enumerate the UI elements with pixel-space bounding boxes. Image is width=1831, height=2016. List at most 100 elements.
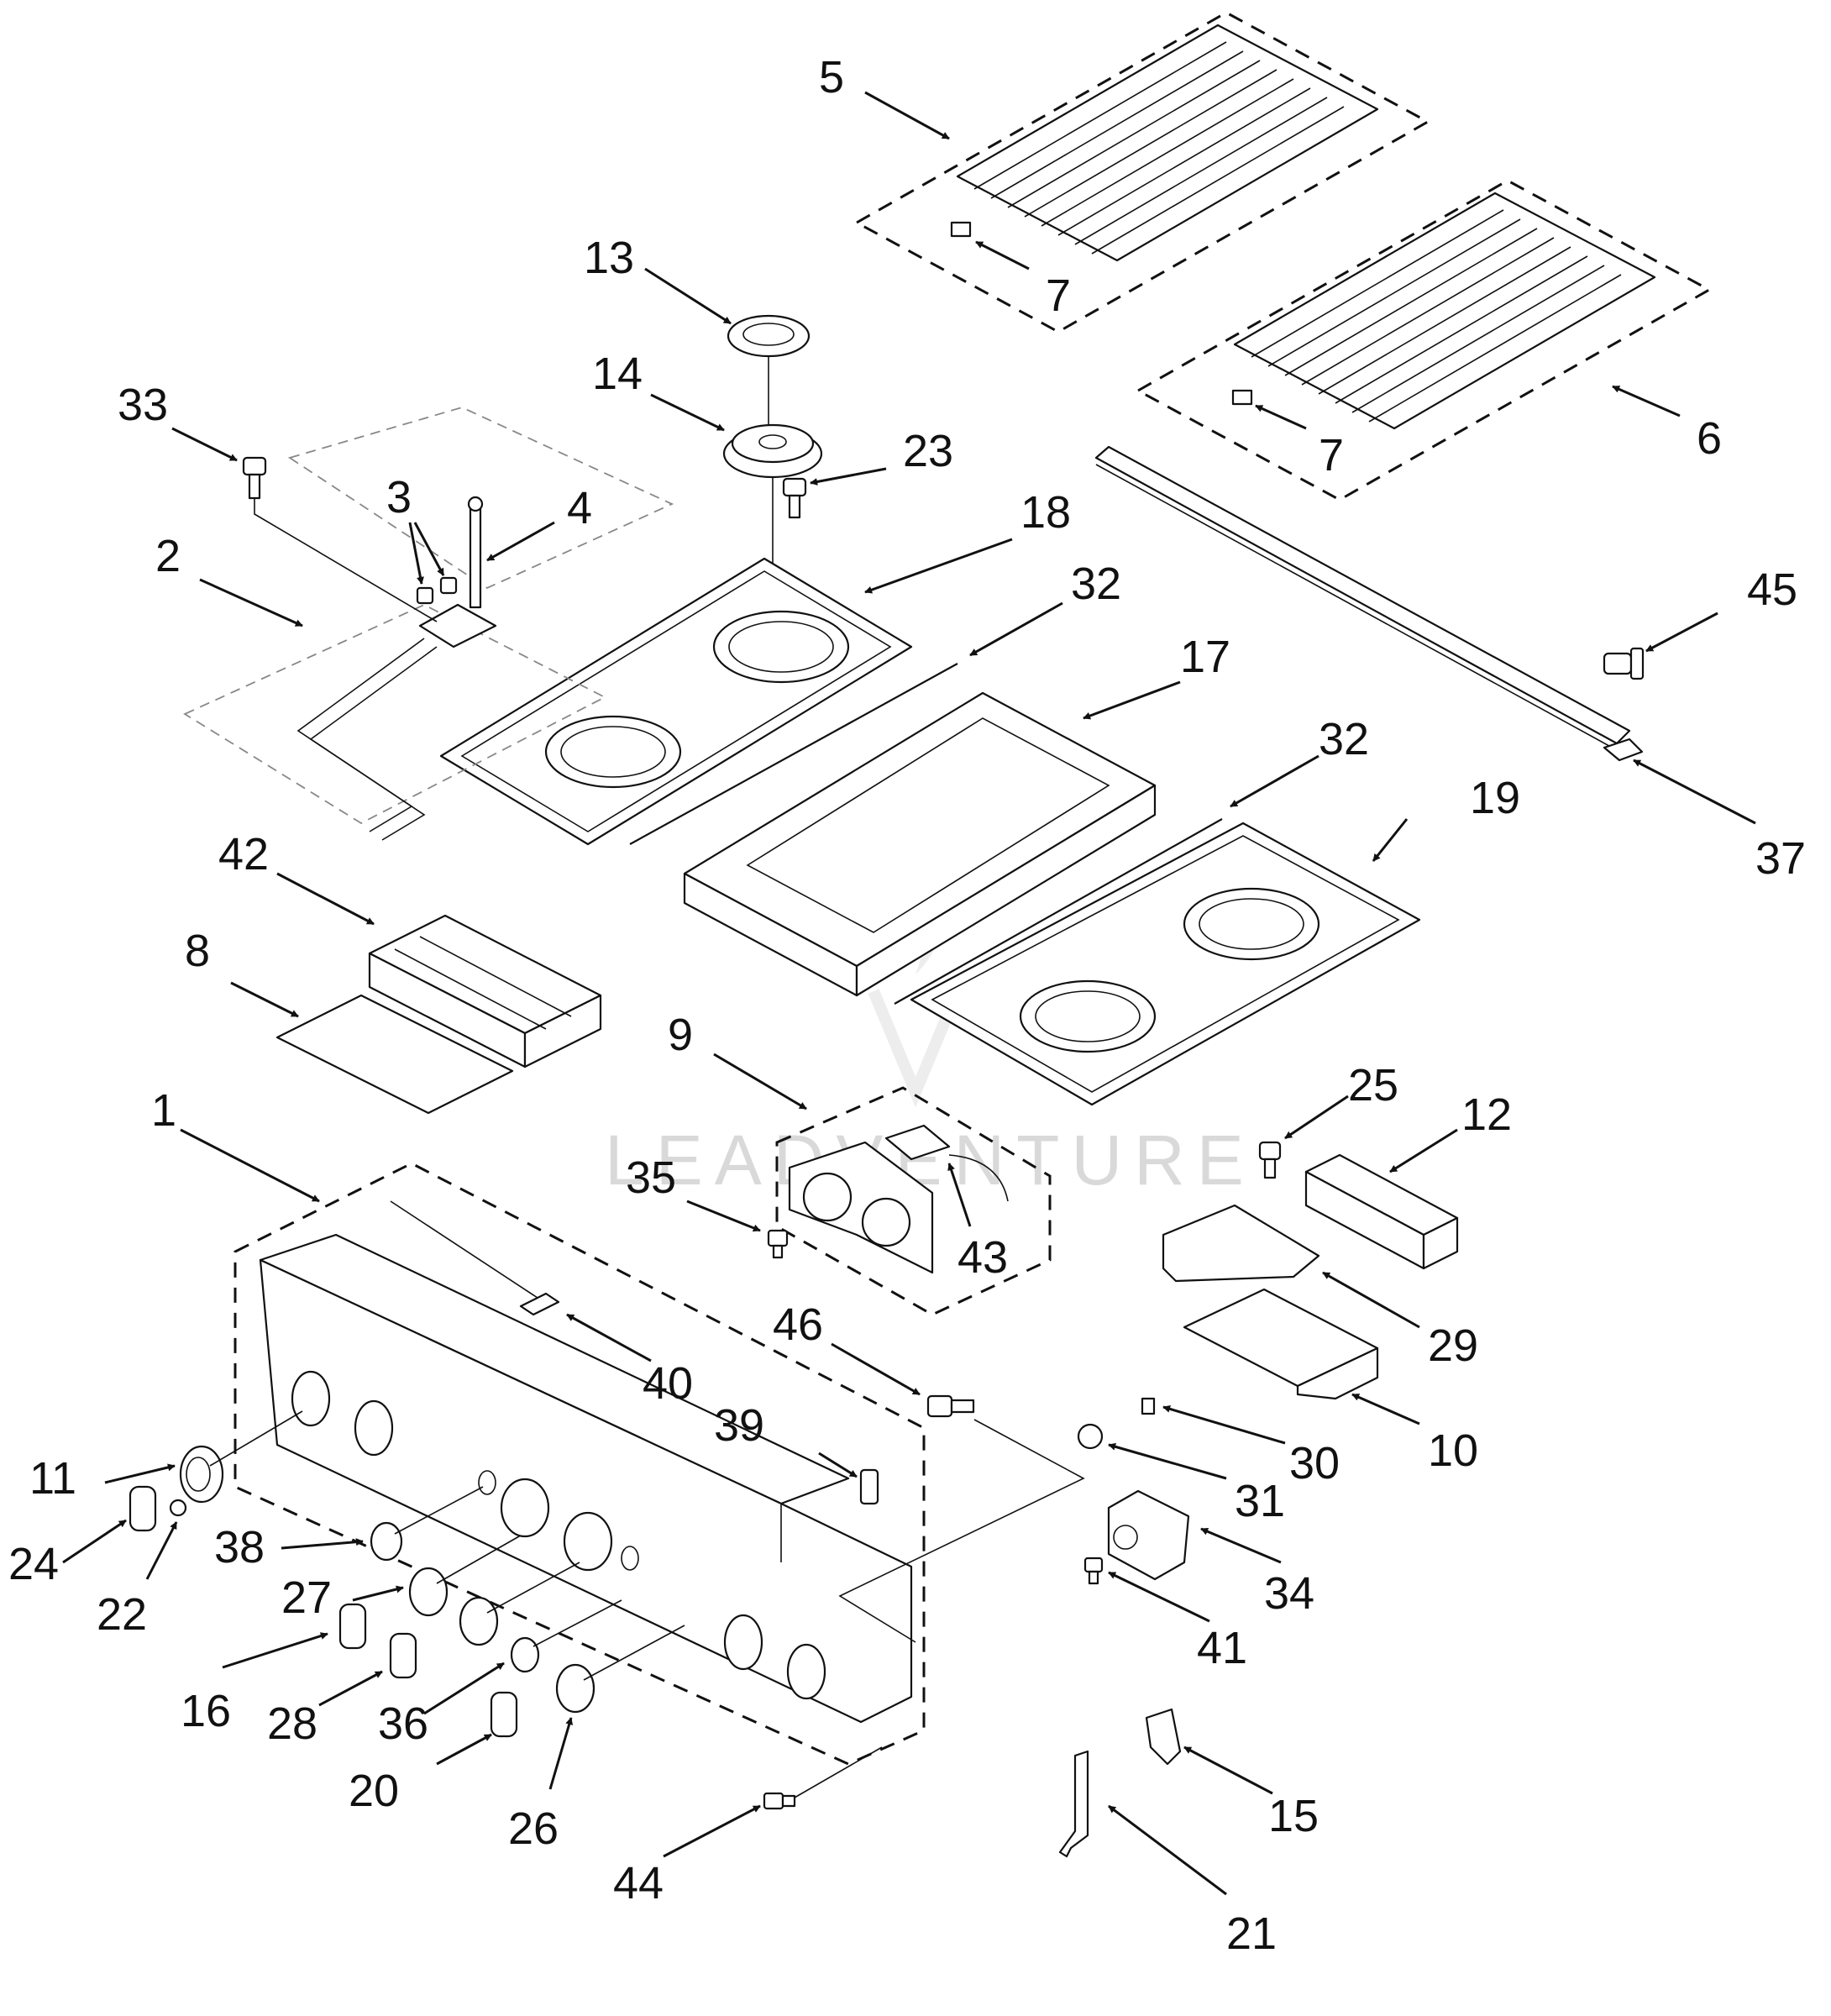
- wire-harness: [948, 1154, 1009, 1202]
- leader-38: [281, 1538, 364, 1550]
- callout-30: 30: [1289, 1438, 1340, 1488]
- callout-21: 21: [1226, 1908, 1277, 1959]
- leader-39: [818, 1452, 858, 1478]
- callout-26: 26: [508, 1803, 559, 1854]
- control-board: [368, 914, 602, 1068]
- leader-4: [486, 521, 555, 562]
- callout-5: 5: [819, 52, 844, 102]
- switch-15: [1145, 1708, 1182, 1766]
- leader-32a: [969, 601, 1063, 657]
- leader-45: [1645, 612, 1718, 653]
- light-assembly: [390, 1200, 560, 1316]
- callout-44: 44: [613, 1858, 664, 1908]
- callout-42: 42: [218, 829, 269, 879]
- leader-27: [352, 1585, 404, 1602]
- grate-left: [853, 11, 1431, 333]
- leader-26: [548, 1717, 574, 1790]
- trim-strip: [894, 818, 1223, 1005]
- callout-18: 18: [1020, 487, 1071, 538]
- screw-35: [767, 1229, 789, 1259]
- leader-40: [566, 1313, 652, 1362]
- burner-pan-right: [910, 822, 1421, 1106]
- bezel-11: [179, 1445, 224, 1504]
- callout-25: 25: [1348, 1060, 1398, 1110]
- bezel-36-small: [510, 1636, 540, 1673]
- callout-labels: 1 2 3 4 5 6 7 7 8 9 10 11 12 13 14 15 16…: [8, 52, 1806, 1959]
- leader-32b: [1230, 754, 1319, 808]
- leader-42: [276, 872, 375, 926]
- leader-25: [1284, 1095, 1349, 1140]
- callout-36: 36: [378, 1698, 428, 1749]
- leader-arrows: [62, 91, 1756, 1896]
- screw-22: [169, 1499, 187, 1517]
- leader-7a: [975, 240, 1030, 270]
- burner-pan-left: [439, 557, 913, 846]
- leader-30: [1162, 1404, 1286, 1445]
- leader-10: [1351, 1393, 1420, 1425]
- leader-22: [145, 1521, 178, 1580]
- callout-38: 38: [214, 1522, 265, 1572]
- callout-1: 1: [151, 1085, 176, 1136]
- leader-33: [171, 427, 238, 462]
- burner-cap: [727, 314, 811, 358]
- callout-12: 12: [1461, 1089, 1512, 1140]
- callout-41: 41: [1197, 1623, 1247, 1673]
- callout-46: 46: [773, 1299, 823, 1350]
- bezel-36-top-2: [563, 1511, 613, 1572]
- leader-18: [864, 538, 1013, 594]
- callout-31: 31: [1235, 1476, 1285, 1526]
- screw-23: [782, 477, 807, 519]
- bezel-26: [555, 1663, 595, 1714]
- callout-7a: 7: [1046, 270, 1071, 321]
- screw-3: [416, 576, 458, 605]
- knob-16: [338, 1603, 367, 1650]
- leader-15: [1183, 1746, 1273, 1795]
- igniter-electrode: [467, 496, 484, 609]
- callout-11: 11: [29, 1453, 76, 1504]
- callout-14: 14: [592, 349, 643, 399]
- bezel-36-top: [500, 1478, 550, 1538]
- callout-4: 4: [567, 483, 592, 533]
- screw-44: [763, 1792, 796, 1810]
- leader-11: [104, 1463, 176, 1484]
- leader-21: [1108, 1804, 1227, 1896]
- leader-16: [222, 1632, 328, 1669]
- switch-assembly: [788, 1124, 951, 1274]
- leader-23: [810, 467, 887, 486]
- leader-2: [199, 578, 303, 627]
- leader-12: [1389, 1128, 1458, 1173]
- callout-8: 8: [185, 926, 210, 976]
- griddle: [683, 691, 1157, 997]
- callout-33: 33: [118, 380, 168, 430]
- leader-29: [1322, 1271, 1420, 1329]
- leader-14: [650, 393, 725, 432]
- leader-36: [423, 1662, 505, 1715]
- screw-46: [926, 1394, 975, 1418]
- leader-6: [1612, 385, 1681, 417]
- callout-23: 23: [903, 426, 953, 476]
- callout-22: 22: [97, 1589, 147, 1640]
- burner-head: [722, 423, 823, 479]
- screw-25: [1258, 1141, 1282, 1179]
- button-31: [1077, 1423, 1104, 1450]
- module: [1304, 1153, 1459, 1270]
- callout-7b: 7: [1319, 430, 1344, 480]
- clip-39: [859, 1468, 879, 1505]
- callout-27: 27: [281, 1572, 332, 1623]
- callout-13: 13: [584, 233, 634, 283]
- leader-17: [1083, 680, 1181, 720]
- bracket-21: [1058, 1750, 1089, 1858]
- leader-8: [230, 981, 299, 1018]
- knob-20: [490, 1691, 518, 1738]
- callout-24: 24: [8, 1539, 59, 1589]
- housing-box: [1183, 1288, 1379, 1400]
- callout-43: 43: [957, 1232, 1008, 1283]
- leader-35: [686, 1200, 761, 1232]
- callout-15: 15: [1268, 1791, 1319, 1841]
- bezel-38: [370, 1521, 403, 1562]
- insulation-sheet: [275, 994, 514, 1115]
- trim-strip: [629, 663, 958, 845]
- leader-13: [644, 267, 732, 325]
- screw-41: [1083, 1557, 1104, 1585]
- burner-tube: [296, 603, 497, 841]
